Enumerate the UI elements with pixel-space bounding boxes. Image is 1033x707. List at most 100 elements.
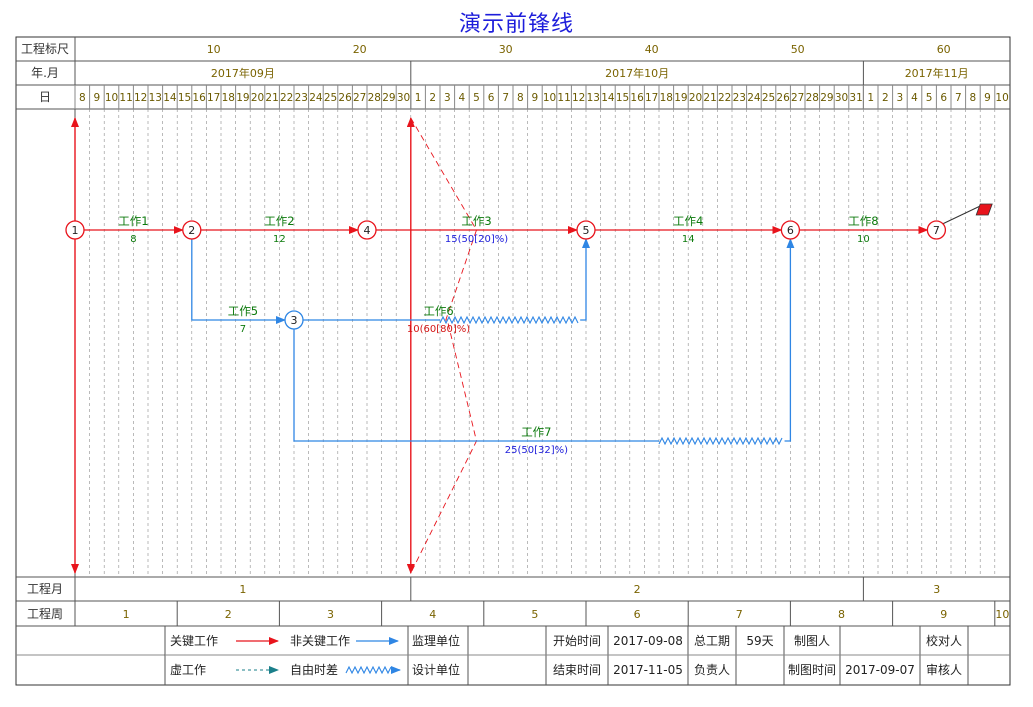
day-label: 14 [163,92,177,104]
legend-noncritical-label: 非关键工作 [290,634,350,648]
day-label: 7 [955,92,962,104]
day-label: 4 [459,92,466,104]
task-duration: 15(50[20]%) [445,234,508,245]
proj-week-label: 5 [531,608,538,621]
proj-week-label: 4 [429,608,436,621]
day-label: 9 [984,92,991,104]
day-label: 23 [295,92,308,104]
proj-week-label: 6 [634,608,641,621]
month-label: 2017年10月 [605,66,669,80]
day-label: 8 [79,92,86,104]
info-total-value: 59天 [746,634,773,648]
proj-week-label: 8 [838,608,845,621]
day-label: 28 [368,92,381,104]
day-label: 7 [502,92,509,104]
day-label: 28 [806,92,819,104]
day-label: 9 [94,92,101,104]
info-drawtime-label: 制图时间 [788,663,836,677]
legend-critical-label: 关键工作 [170,634,218,648]
day-label: 30 [397,92,410,104]
day-label: 25 [762,92,775,104]
legend-dummy-label: 虚工作 [170,663,206,677]
day-label: 17 [207,92,220,104]
info-reviewer-label: 审核人 [926,662,962,677]
task-duration: 14 [682,234,695,245]
proj-month-label: 1 [239,583,246,596]
end-flag [975,203,993,216]
chart-frame [15,36,1011,686]
day-label: 8 [970,92,977,104]
day-label: 17 [645,92,658,104]
info-start-value: 2017-09-08 [613,634,683,648]
info-start-label: 开始时间 [553,634,601,648]
day-label: 19 [674,92,687,104]
day-label: 11 [119,92,132,104]
node-number: 7 [933,224,940,237]
row-label-month: 年.月 [31,66,59,80]
task-duration: 25(50[32]%) [505,445,568,456]
day-label: 25 [324,92,337,104]
row-label-proj-week: 工程周 [27,606,63,621]
day-label: 14 [601,92,615,104]
task-duration: 10 [857,234,870,245]
day-label: 15 [178,92,191,104]
day-label: 15 [616,92,629,104]
proj-week-label: 7 [736,608,743,621]
day-label: 21 [265,92,278,104]
day-label: 12 [134,92,147,104]
end-flag-pole [942,205,981,225]
info-drawer-label: 制图人 [794,634,830,648]
node-number: 6 [787,224,794,237]
day-label: 6 [488,92,495,104]
month-label: 2017年11月 [905,66,969,80]
day-label: 18 [222,92,235,104]
info-owner-label: 负责人 [694,663,730,677]
noncritical-arrow [191,239,286,324]
task-name: 工作5 [228,304,258,318]
node-circle [182,220,202,240]
proj-week-label: 9 [940,608,947,621]
node-circle [357,220,377,240]
day-label: 2 [882,92,889,104]
node-circle [65,220,85,240]
info-end-value: 2017-11-05 [613,663,683,677]
day-label: 3 [897,92,904,104]
proj-month-label: 3 [933,583,940,596]
month-label: 2017年09月 [211,66,275,80]
day-label: 22 [280,92,293,104]
proj-month-label: 2 [634,583,641,596]
scale-tick-label: 50 [791,43,805,56]
day-label: 29 [382,92,395,104]
day-label: 5 [473,92,480,104]
scale-tick-label: 20 [353,43,367,56]
legend-free-float-label: 自由时差 [290,663,338,677]
task-name: 工作7 [521,425,551,439]
noncritical-arrow [293,329,659,442]
chart-title: 演示前锋线 [458,12,574,37]
node-circle [926,220,947,240]
day-label: 26 [776,92,790,104]
day-label: 31 [849,92,862,104]
node-number: 2 [188,224,195,237]
info-total-label: 总工期 [694,634,730,648]
day-label: 24 [309,92,323,104]
task-duration: 7 [240,324,246,335]
day-label: 6 [940,92,947,104]
free-float-wave [439,315,579,325]
day-label: 29 [820,92,833,104]
day-label: 26 [338,92,352,104]
day-label: 27 [791,92,804,104]
row-label-day: 日 [39,90,51,104]
task-name: 工作3 [461,214,491,228]
day-label: 4 [911,92,918,104]
front-line [410,117,477,574]
scale-tick-label: 10 [207,43,221,56]
day-label: 24 [747,92,761,104]
day-label: 30 [835,92,848,104]
node-number: 1 [72,224,79,237]
task-name: 工作1 [118,214,148,228]
proj-week-label: 3 [327,608,334,621]
day-label: 16 [630,92,644,104]
node-number: 5 [583,224,590,237]
day-label: 18 [660,92,673,104]
